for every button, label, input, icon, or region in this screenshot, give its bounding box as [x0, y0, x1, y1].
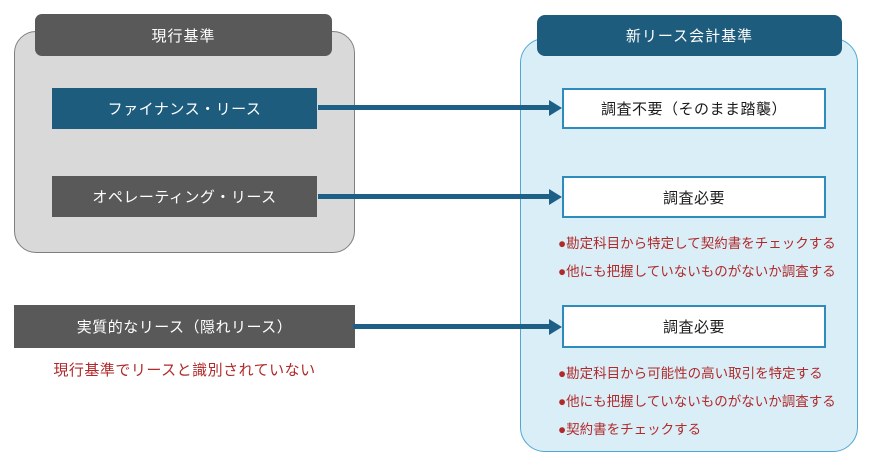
hidden-lease-note: 現行基準でリースと識別されていない — [53, 362, 316, 379]
survey-operating-bullets: ●勘定科目から特定して契約書をチェックする ●他にも把握していないものがないか調… — [558, 230, 863, 286]
bullet-item: ●他にも把握していないものがないか調査する — [558, 264, 836, 279]
arrow-finance-to-no-survey — [318, 99, 562, 116]
bullet-item: ●勘定科目から可能性の高い取引を特定する — [558, 366, 823, 381]
arrow-operating-to-survey — [318, 188, 562, 205]
current-standard-panel — [14, 31, 355, 253]
current-standard-header: 現行基準 — [35, 14, 332, 56]
new-standard-header: 新リース会計基準 — [537, 15, 842, 56]
arrow-hidden-to-survey — [353, 318, 562, 335]
operating-lease-box: オペレーティング・リース — [52, 176, 317, 217]
hidden-lease-box: 実質的なリース（隠れリース） — [14, 305, 355, 348]
finance-lease-box: ファイナンス・リース — [52, 88, 317, 129]
result-box-no-survey: 調査不要（そのまま踏襲） — [562, 88, 826, 129]
bullet-item: ●他にも把握していないものがないか調査する — [558, 394, 836, 409]
result-box-survey-hidden: 調査必要 — [562, 305, 826, 348]
bullet-item: ●勘定科目から特定して契約書をチェックする — [558, 236, 836, 251]
survey-hidden-bullets: ●勘定科目から可能性の高い取引を特定する ●他にも把握していないものがないか調査… — [558, 360, 863, 444]
bullet-item: ●契約書をチェックする — [558, 422, 702, 437]
result-box-survey-operating: 調査必要 — [562, 176, 826, 218]
